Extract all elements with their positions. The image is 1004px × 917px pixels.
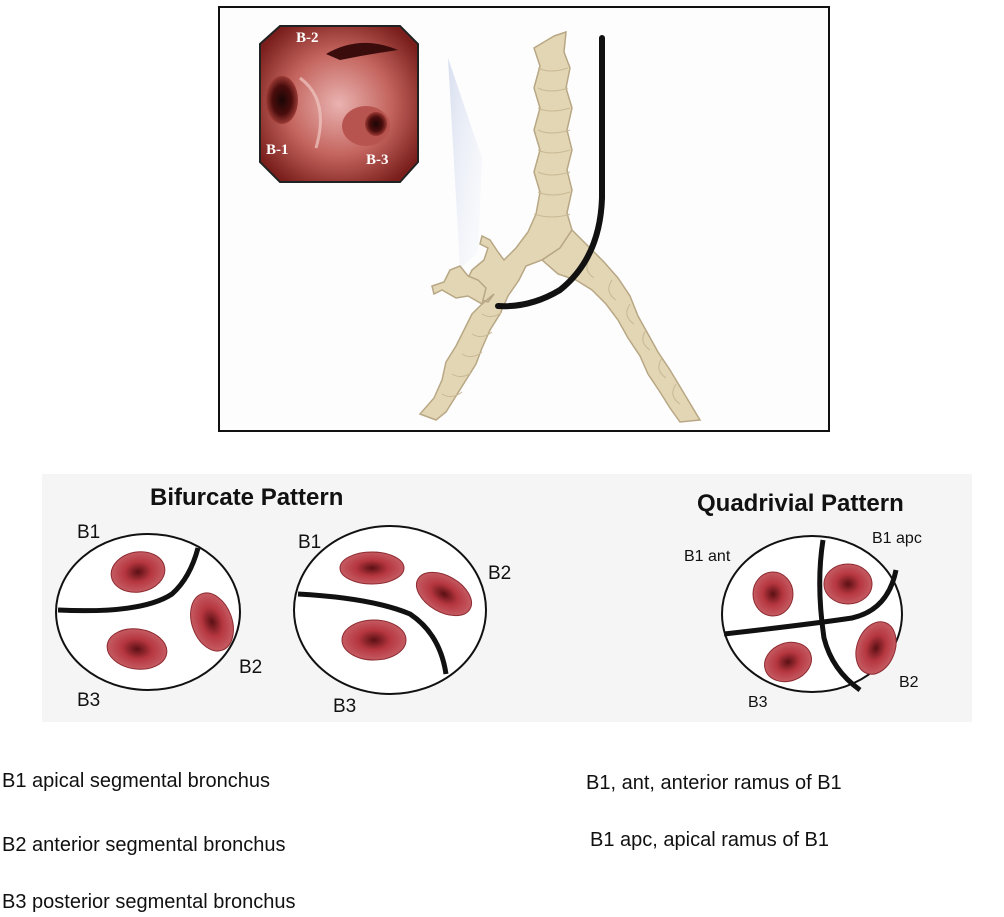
bronchus-b3-orifice xyxy=(764,641,812,683)
quadrivial-label-b1-apc: B1 apc xyxy=(872,530,922,547)
branching-pattern-diagrams xyxy=(55,525,903,695)
bifurcate-diagram-2 xyxy=(293,525,487,695)
vertical-division-line xyxy=(817,539,862,693)
bifurcate1-label-b3: B3 xyxy=(77,690,101,711)
horizontal-division-line xyxy=(723,569,899,637)
bronchus-b3-orifice xyxy=(106,628,168,670)
quadrivial-label-b1-ant: B1 ant xyxy=(684,548,731,565)
endoscope-view-cone xyxy=(448,58,482,268)
bifurcate1-label-b1: B1 xyxy=(77,522,101,543)
bifurcate2-label-b1: B1 xyxy=(298,532,322,553)
legend-b1-apc: B1 apc, apical ramus of B1 xyxy=(590,829,830,851)
bifurcate2-label-b3: B3 xyxy=(333,696,357,717)
bronchus-b1-ant-orifice xyxy=(752,571,794,617)
inset-label-b1: B-1 xyxy=(266,142,289,158)
quadrivial-label-b2: B2 xyxy=(899,674,919,691)
inset-label-b3: B-3 xyxy=(366,152,389,168)
bronchus-b1-apc-orifice xyxy=(823,563,873,605)
bronchus-b2-orifice xyxy=(416,571,472,617)
bronchus-b2-orifice xyxy=(855,621,897,675)
bifurcate-pattern-title: Bifurcate Pattern xyxy=(150,484,344,511)
cartilage-rings xyxy=(441,67,681,405)
bifurcate-diagram-1 xyxy=(55,533,241,691)
legend-b1: B1 apical segmental bronchus xyxy=(2,770,270,792)
division-line xyxy=(297,591,449,675)
bronchoscope-line xyxy=(495,35,605,310)
quadrivial-label-b3: B3 xyxy=(748,694,768,711)
endoscopic-view-inset: B-2 B-1 B-3 xyxy=(259,25,419,183)
legend-b3: B3 posterior segmental bronchus xyxy=(2,891,296,913)
legend-b1-ant: B1, ant, anterior ramus of B1 xyxy=(586,772,842,794)
right-upper-lobe-bronchus xyxy=(431,265,487,306)
bronchus-b1-orifice xyxy=(339,551,405,585)
bronchus-b1-orifice xyxy=(110,551,166,593)
left-main-bronchus xyxy=(540,228,702,423)
bifurcate1-label-b2: B2 xyxy=(239,657,263,678)
bronchus-b2-orifice xyxy=(190,592,234,652)
trachea xyxy=(418,30,573,421)
division-line xyxy=(57,547,201,614)
airway-illustration-frame: B-2 B-1 B-3 xyxy=(218,6,830,432)
quadrivial-diagram xyxy=(721,535,903,693)
quadrivial-pattern-title: Quadrivial Pattern xyxy=(697,490,904,517)
airway-illustration: B-2 B-1 B-3 xyxy=(259,25,702,423)
branching-patterns-panel: Bifurcate Pattern Quadrivial Pattern B1 … xyxy=(42,474,972,722)
bronchus-b3-orifice xyxy=(341,619,407,661)
bifurcate2-label-b2: B2 xyxy=(488,563,512,584)
legend-b2: B2 anterior segmental bronchus xyxy=(2,834,286,856)
inset-label-b2: B-2 xyxy=(296,30,319,46)
